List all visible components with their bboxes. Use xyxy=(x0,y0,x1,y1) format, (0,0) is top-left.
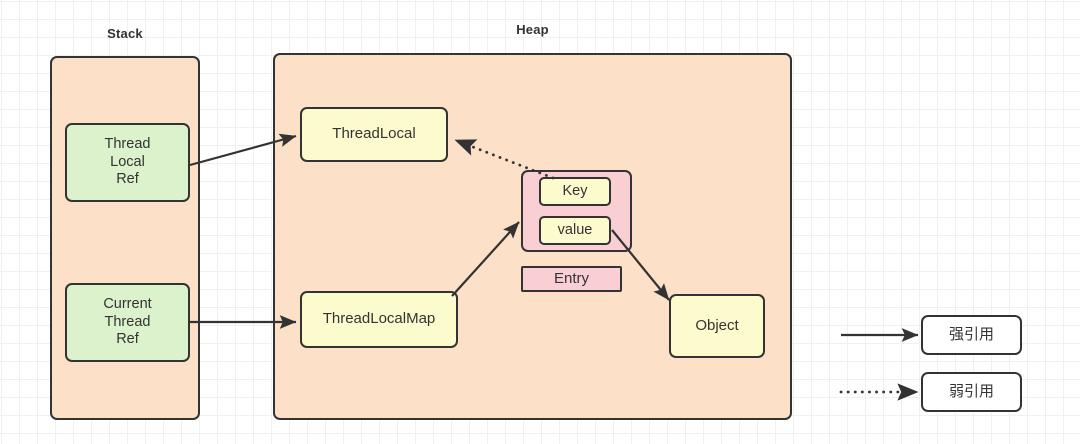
node-entry-key-label: Key xyxy=(562,182,588,199)
stack-region xyxy=(50,56,200,420)
legend-weak-reference-label: 弱引用 xyxy=(948,382,994,400)
stack-region-label: Stack xyxy=(107,26,143,41)
node-object[interactable]: Object xyxy=(669,294,765,358)
node-thread-local-map-label: ThreadLocalMap xyxy=(322,310,436,328)
legend-weak-reference: 弱引用 xyxy=(921,372,1022,412)
node-entry-label: Entry xyxy=(521,266,622,292)
node-entry-value-label: value xyxy=(557,221,593,238)
node-thread-local-map[interactable]: ThreadLocalMap xyxy=(300,291,458,348)
node-entry-value[interactable]: value xyxy=(539,216,611,245)
node-thread-local[interactable]: ThreadLocal xyxy=(300,107,448,162)
node-entry-label-text: Entry xyxy=(553,269,589,287)
heap-region-label: Heap xyxy=(516,22,549,37)
node-thread-local-label: ThreadLocal xyxy=(332,125,416,143)
node-object-label: Object xyxy=(695,316,739,334)
legend-strong-reference: 强引用 xyxy=(921,315,1022,355)
legend-strong-reference-label: 强引用 xyxy=(948,325,994,343)
node-entry-key[interactable]: Key xyxy=(539,177,611,206)
